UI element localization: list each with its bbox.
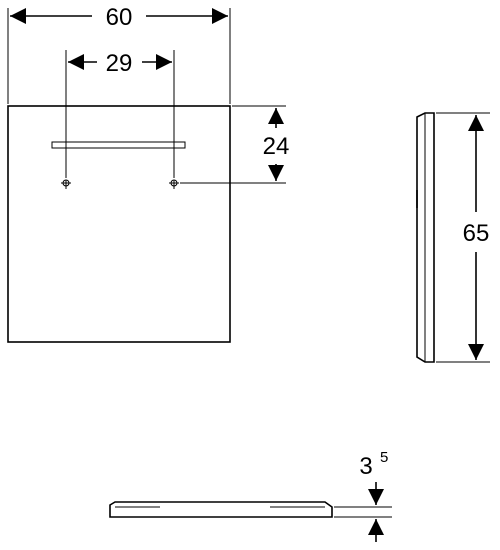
light-strip xyxy=(51,141,186,149)
mount-point-right-icon xyxy=(169,179,179,189)
dimension-depth: 3 5 xyxy=(334,449,392,542)
dimension-mount-spacing: 29 xyxy=(65,50,175,178)
dimension-overall-width: 60 xyxy=(7,4,231,104)
side-view: 65 xyxy=(416,112,490,363)
mirror-panel-top xyxy=(109,501,333,518)
top-view: 3 5 xyxy=(109,449,392,542)
depth-sup-value: 5 xyxy=(380,449,388,466)
depth-label: 3 xyxy=(359,453,372,480)
depth-main-value: 3 xyxy=(359,453,372,480)
dimension-overall-height: 65 xyxy=(436,112,490,363)
dimension-mount-height: 24 xyxy=(180,105,290,184)
overall-height-label: 65 xyxy=(463,220,490,247)
front-view: 60 29 24 xyxy=(7,4,290,343)
mount-point-left-icon xyxy=(61,179,71,189)
overall-width-label: 60 xyxy=(106,4,133,31)
mount-height-label: 24 xyxy=(263,133,290,160)
mount-spacing-label: 29 xyxy=(106,50,133,77)
mirror-panel-front xyxy=(7,105,231,343)
